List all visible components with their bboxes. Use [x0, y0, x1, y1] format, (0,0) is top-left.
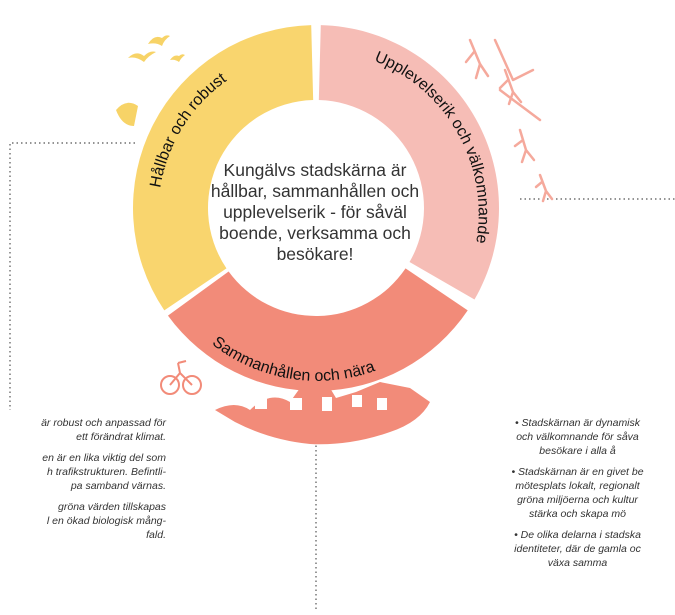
note-paragraph: • De olika delarna i stadska identiteter,…	[480, 528, 675, 570]
note-line: är robust och anpassad för	[41, 417, 166, 429]
note-line: stärka och skapa mö	[529, 508, 626, 520]
note-paragraph: är robust och anpassad för ett förändrat …	[0, 416, 166, 444]
people-illustration	[464, 38, 554, 203]
connector-left	[9, 142, 135, 410]
note-line: mötesplats lokalt, regionalt	[515, 480, 640, 492]
note-line: • De olika delarna i stadska	[514, 529, 641, 541]
vision-statement: Kungälvs stadskärna är hållbar, sammanhå…	[210, 160, 420, 264]
note-line: h trafikstrukturen. Befintli-	[46, 466, 166, 478]
note-line: pa samband värnas.	[70, 480, 166, 492]
note-line: • Stadskärnan är dynamisk	[514, 417, 641, 429]
cyclist-illustration	[160, 360, 202, 395]
note-paragraph: en är en lika viktig del som h trafikstru…	[0, 451, 166, 493]
right-notes: • Stadskärnan är dynamisk och välkomnande…	[480, 416, 675, 577]
segment-upplevelserik-och-valkomnande	[318, 25, 499, 300]
note-line: och välkomnande för såva	[516, 431, 639, 443]
segment-sammanhallen-och-nara	[167, 268, 468, 391]
birds-illustration	[116, 35, 185, 126]
connector-lines	[9, 142, 675, 610]
note-line: besökare i alla å	[539, 445, 616, 457]
note-line: identiteter, där de gamla oc	[514, 543, 641, 555]
left-notes: är robust och anpassad för ett förändrat …	[0, 416, 166, 549]
note-line: ett förändrat klimat.	[76, 431, 166, 443]
segment-hallbar-och-robust	[132, 25, 314, 311]
note-line: gröna miljöerna och kultur	[517, 494, 638, 506]
note-line: • Stadskärnan är en givet be	[511, 466, 644, 478]
note-line: fald.	[146, 529, 166, 541]
note-paragraph: • Stadskärnan är en givet be mötesplats l…	[480, 465, 675, 521]
note-line: växa samma	[547, 557, 608, 569]
city-skyline-illustration	[215, 382, 430, 445]
note-line: l en ökad biologisk mång-	[46, 515, 166, 527]
note-paragraph: • Stadskärnan är dynamisk och välkomnande…	[480, 416, 675, 458]
note-line: gröna värden tillskapas	[58, 501, 166, 513]
note-paragraph: gröna värden tillskapas l en ökad biologi…	[0, 500, 166, 542]
note-line: en är en lika viktig del som	[42, 452, 166, 464]
